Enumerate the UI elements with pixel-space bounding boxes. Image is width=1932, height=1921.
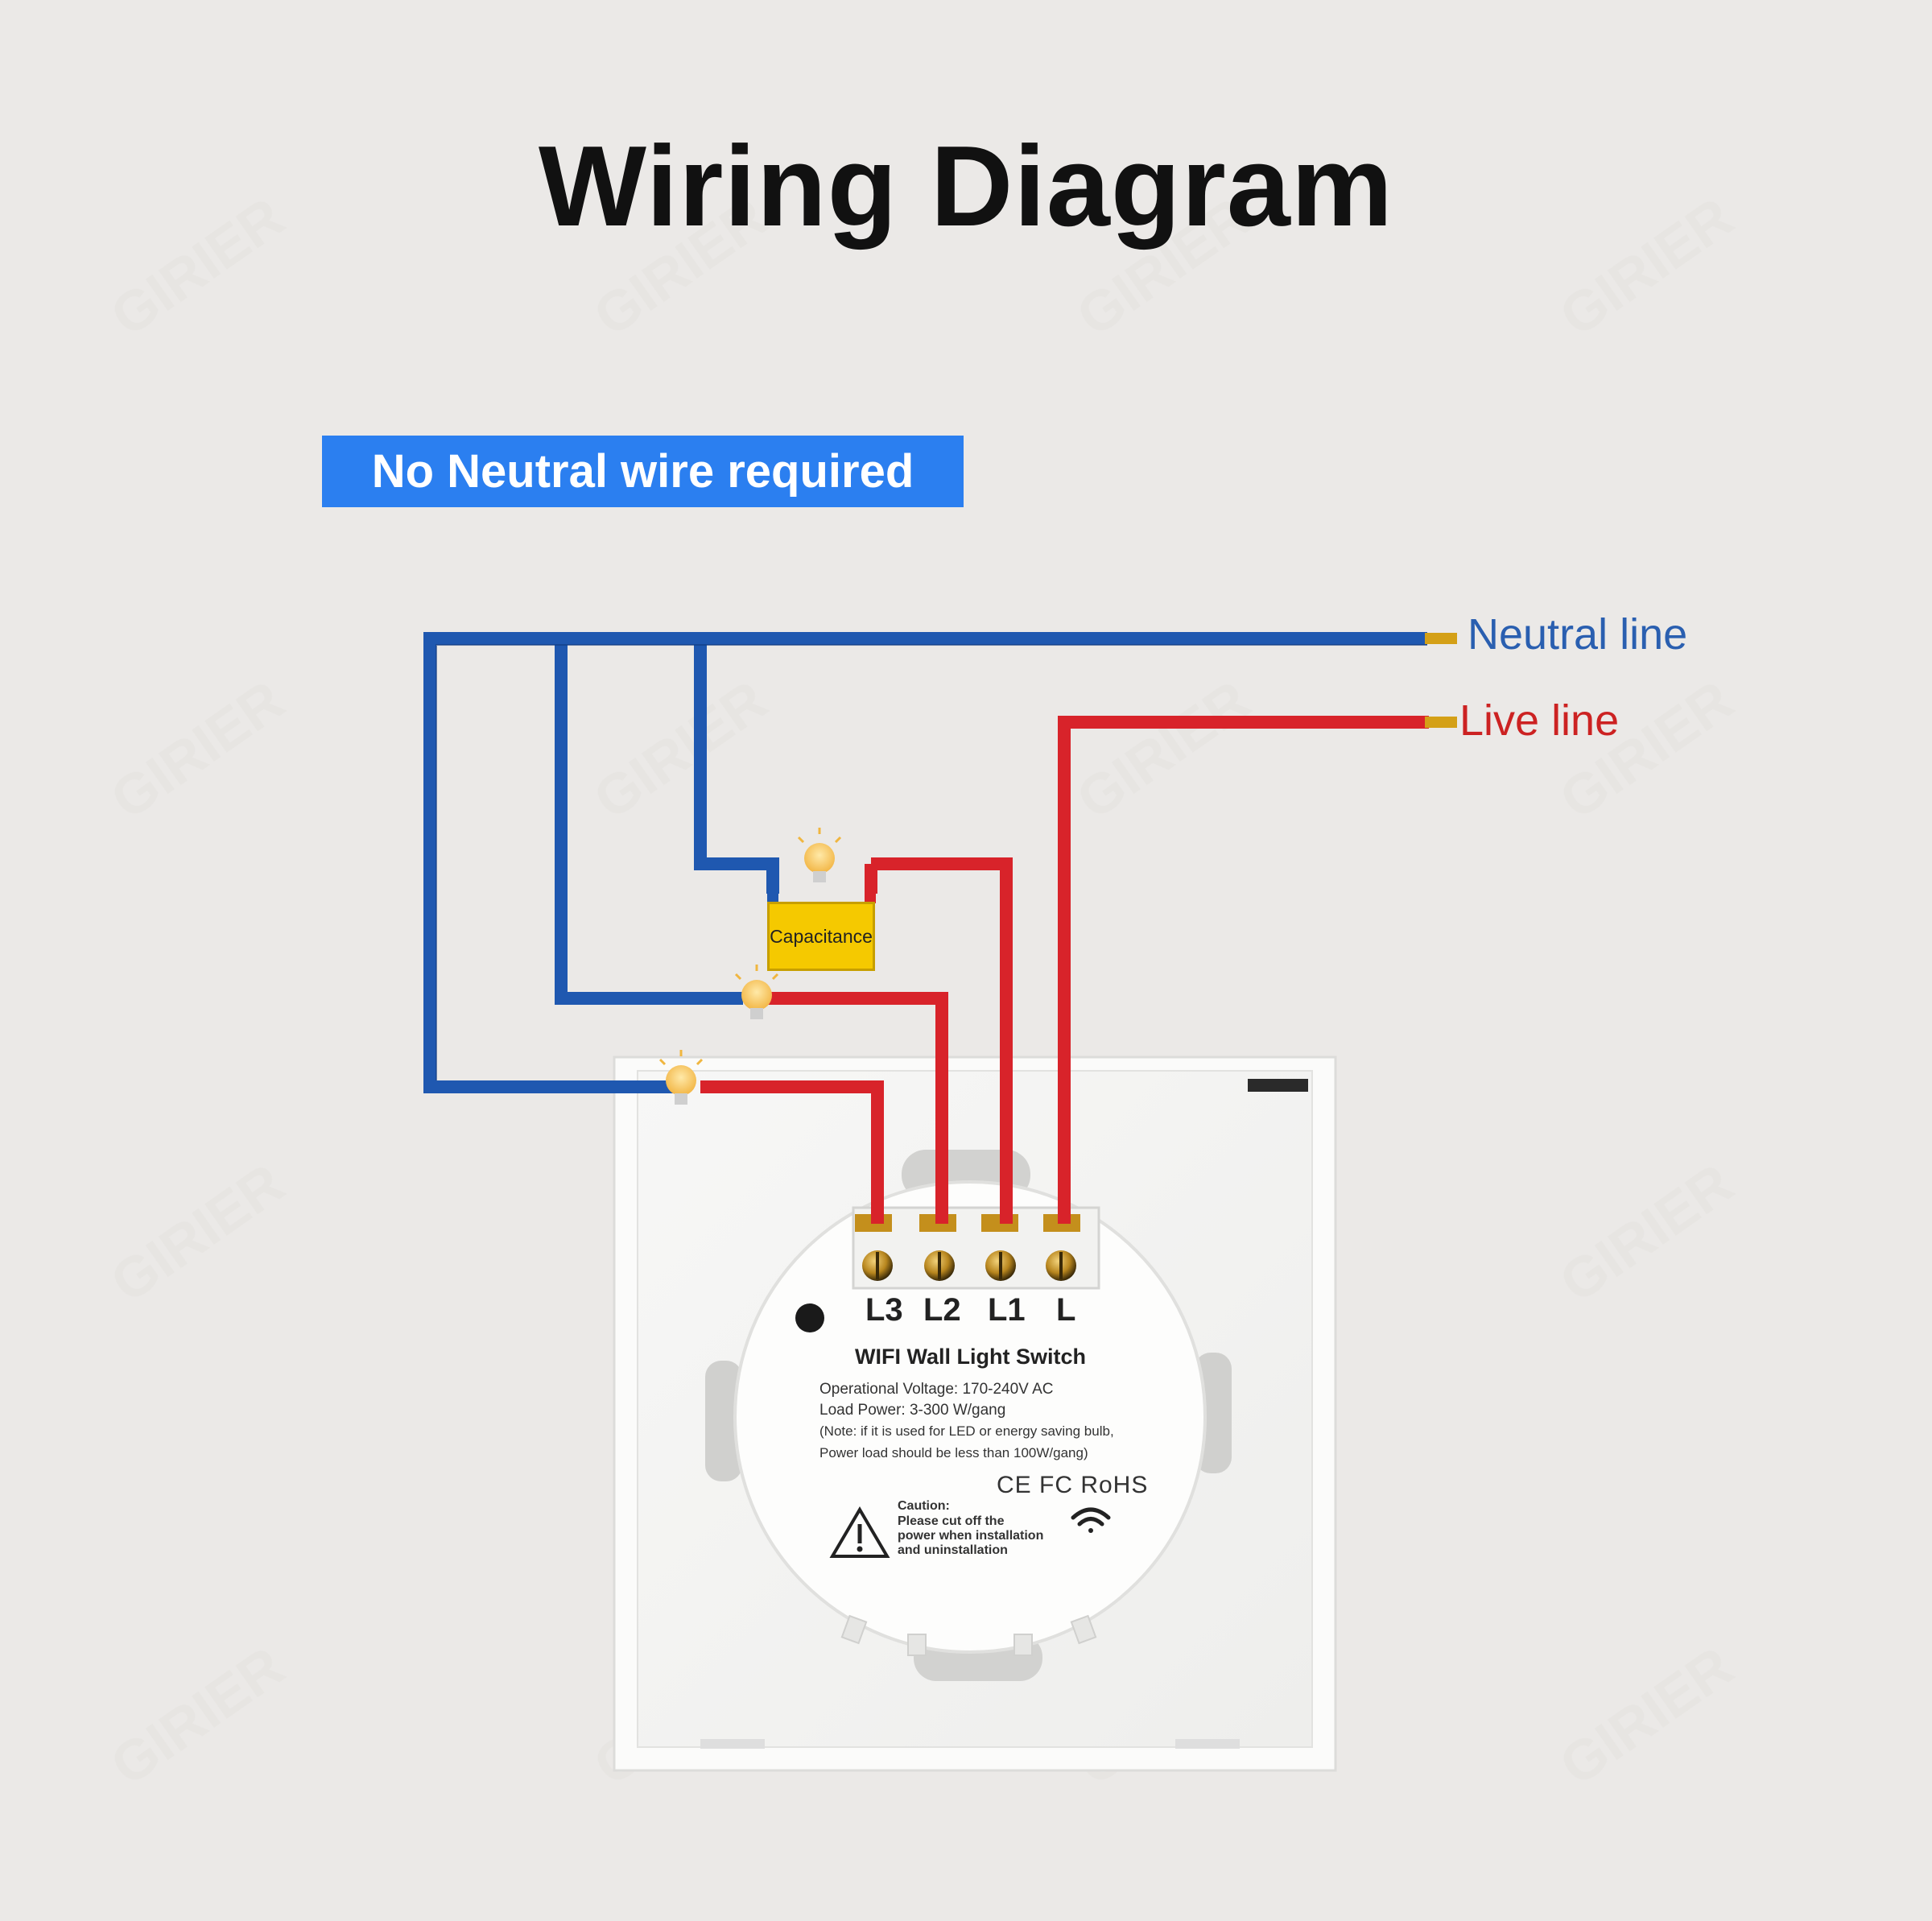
live-wires <box>700 716 1429 1224</box>
bulb-icon-1 <box>797 828 842 882</box>
svg-text:GIRIER: GIRIER <box>583 668 778 831</box>
bulb-icon-3 <box>658 1050 704 1105</box>
svg-text:GIRIER: GIRIER <box>1066 668 1261 831</box>
terminal-label-l2: L2 <box>923 1292 961 1328</box>
terminal-label-l3: L3 <box>865 1292 903 1328</box>
caution-line: and uninstallation <box>898 1543 1008 1557</box>
svg-text:GIRIER: GIRIER <box>100 668 295 831</box>
certification-marks: CE FC RoHS <box>997 1472 1149 1498</box>
page-title: Wiring Diagram <box>538 122 1394 250</box>
warning-icon <box>829 1506 890 1558</box>
capacitor-label: Capacitance <box>770 925 873 947</box>
caution-line: Please cut off the <box>898 1514 1005 1528</box>
caution-line: power when installation <box>898 1529 1044 1543</box>
bulb-icon-2 <box>734 965 779 1019</box>
spec-line: (Note: if it is used for LED or energy s… <box>819 1423 1114 1439</box>
light-bulb-icons <box>658 828 842 1105</box>
live-line-label: Live line <box>1459 696 1620 745</box>
terminal-label-l1: L1 <box>988 1292 1026 1328</box>
svg-text:GIRIER: GIRIER <box>1549 1634 1744 1797</box>
svg-text:GIRIER: GIRIER <box>1549 1151 1744 1314</box>
capacitor-leads <box>767 870 876 903</box>
svg-text:GIRIER: GIRIER <box>100 1151 295 1314</box>
svg-text:GIRIER: GIRIER <box>1549 668 1744 831</box>
no-neutral-badge: No Neutral wire required <box>322 436 964 507</box>
svg-text:GIRIER: GIRIER <box>100 1634 295 1797</box>
device-name: WIFI Wall Light Switch <box>855 1345 1086 1369</box>
spec-line: Operational Voltage: 170-240V AC <box>819 1381 1054 1398</box>
capacitor: Capacitance <box>767 902 875 971</box>
terminal-label-l: L <box>1056 1292 1076 1328</box>
caution-line: Caution: <box>898 1499 950 1513</box>
wifi-icon <box>1071 1507 1111 1533</box>
neutral-line-label: Neutral line <box>1468 610 1688 659</box>
spec-line: Power load should be less than 100W/gang… <box>819 1445 1088 1460</box>
wire-tips <box>1425 633 1457 728</box>
spec-line: Load Power: 3-300 W/gang <box>819 1402 1006 1419</box>
